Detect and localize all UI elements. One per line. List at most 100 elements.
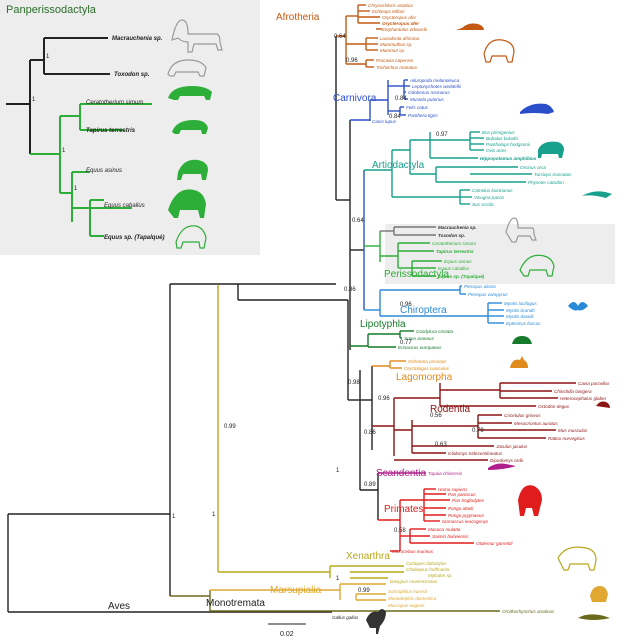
inset-support-value: 1 xyxy=(32,97,36,103)
macrauchenia-main-icon xyxy=(505,217,537,243)
inset-tip-label: Equus caballus xyxy=(104,203,145,209)
tip-label: Tapirus terrestris xyxy=(436,249,474,254)
tip-label: Hippopotamus amphibius xyxy=(480,156,537,161)
tip-label: Echinops telfairi xyxy=(372,9,405,14)
inset-tip-labels: Macrauchenia sp. Toxodon sp. Ceratotherium… xyxy=(32,36,164,241)
tip-label: Pan troglodytes xyxy=(452,498,485,503)
tip-label: Procavia capensis xyxy=(376,58,414,63)
hedgehog-icon xyxy=(512,336,532,344)
tip-label: Macaca mulatta xyxy=(428,527,461,532)
tip-label: Bos primigenius xyxy=(482,130,515,135)
tip-label: Elephantulus edwardii xyxy=(382,27,428,32)
tip-label: Gallus gallus xyxy=(332,615,359,620)
tip-label: Chrysochloris asiatica xyxy=(368,3,413,8)
tip-label: Felis catus xyxy=(406,105,429,110)
inset-tip-label: Equus asinus xyxy=(86,168,122,174)
support-value: 0.99 xyxy=(358,588,370,594)
inset-tip-label: Macrauchenia sp. xyxy=(112,36,163,42)
tip-label: Vicugna pacos xyxy=(474,195,505,200)
tip-label: Saimiri boliviensis xyxy=(432,534,469,539)
tip-label: Myotis lucifugus xyxy=(504,301,537,306)
tip-label: Mammuthus sp. xyxy=(380,42,413,47)
bat-icon xyxy=(568,302,588,311)
clade-label-lipotyphla: Lipotyphla xyxy=(360,319,406,330)
tip-label: Microcebus murinus xyxy=(392,549,434,554)
aardvark-icon xyxy=(456,23,484,30)
clade-label-scandentia: Scandentia xyxy=(376,468,426,479)
horse-icon xyxy=(168,189,206,218)
tip-label: Panthera tigris xyxy=(408,113,438,118)
support-value: 0.89 xyxy=(364,482,376,488)
support-value: 0.86 xyxy=(344,287,356,293)
tip-label: Dipodomys ordii xyxy=(490,458,524,463)
tip-label: Ornithorhynchus anatinus xyxy=(502,609,555,614)
tip-label: Equus sp. (Tapalqué) xyxy=(438,274,485,279)
scale-bar-label: 0.02 xyxy=(280,631,294,638)
dolphin-icon xyxy=(582,191,612,198)
clade-label-rodentia: Rodentia xyxy=(430,404,470,415)
tip-label: Orycteropus afer xyxy=(382,21,419,26)
primate-icon xyxy=(518,485,542,516)
tip-label: Equus asinus xyxy=(444,259,472,264)
support-value: 0.58 xyxy=(394,528,406,534)
support-value: 0.79 xyxy=(472,428,484,434)
inset-branches xyxy=(6,37,152,237)
clade-label-primates: Primates xyxy=(384,504,423,515)
inset-title: Panperissodactyla xyxy=(6,4,96,16)
tip-label: Ictidomys tridecemlineatus xyxy=(448,451,503,456)
tip-label: Tursiops truncatus xyxy=(534,172,572,177)
clade-label-perissodactyla: Perissodactyla xyxy=(384,269,449,280)
tip-label: Cricetulus griseus xyxy=(504,413,541,418)
inset-tip-label: Toxodon sp. xyxy=(114,72,150,78)
tip-label: Pteropus vampyrus xyxy=(468,292,508,297)
tip-label: Myotis davidii xyxy=(506,314,535,319)
sloth-icon xyxy=(557,546,597,571)
bison-icon xyxy=(538,141,564,158)
tip-label: Pongo abelii xyxy=(448,506,474,511)
support-value: 1 xyxy=(336,468,340,474)
chicken-icon xyxy=(366,609,386,634)
tip-label: Mylodon sp. xyxy=(428,573,453,578)
tip-label: Jaculus jaculus xyxy=(495,444,528,449)
toxodon-icon xyxy=(167,59,207,77)
support-value: 0.99 xyxy=(224,424,236,430)
tip-label: Pongo pygmaeus xyxy=(448,513,484,518)
inset-tip-label: Ceratotherium simum xyxy=(86,100,143,106)
tip-label: Monodelphis domestica xyxy=(388,596,437,601)
tip-label: Mustela putorius xyxy=(410,97,444,102)
tip-label: Octodon degus xyxy=(538,404,570,409)
tip-label: Orcinus orca xyxy=(520,165,546,170)
tip-label: Condylura cristata xyxy=(416,329,453,334)
tip-label: Toxodon sp. xyxy=(438,233,465,238)
tip-label: Myotis brandti xyxy=(506,308,536,313)
tip-label: Sarcophilus harrisii xyxy=(388,589,428,594)
tip-label: Chinchilla lanigera xyxy=(554,389,592,394)
tip-label: Macropus eugenii xyxy=(388,603,425,608)
treeshrew-icon xyxy=(488,463,516,470)
panther-icon xyxy=(520,103,554,114)
inset-support-value: 1 xyxy=(62,148,66,154)
tip-label: Orycteropus afer xyxy=(382,15,417,20)
tip-label: Tupaia chinensis xyxy=(428,471,463,476)
tip-label: Cavia porcellus xyxy=(578,381,610,386)
tip-label: Camelus bactrianus xyxy=(472,188,513,193)
mouse-icon xyxy=(596,401,610,408)
inset-support-value: 1 xyxy=(46,54,50,60)
tip-label: Loxodonta africana xyxy=(380,36,420,41)
support-value: 1 xyxy=(336,576,340,582)
perissodactyla-highlight xyxy=(385,224,615,284)
tip-label: Oryctolagus cuniculus xyxy=(404,366,450,371)
tip-label: Choloepus hoffmanni xyxy=(406,567,450,572)
tip-label: Pantholops hodgsonii xyxy=(486,142,531,147)
tip-label: Pteropus alecto xyxy=(464,284,496,289)
clade-label-xenarthra: Xenarthra xyxy=(346,551,390,562)
tip-label: Mesocricetus auratus xyxy=(514,421,558,426)
mammoth-icon xyxy=(483,39,515,63)
tip-label: Ovis aries xyxy=(486,148,507,153)
support-value: 0.96 xyxy=(400,302,412,308)
support-value: 0.98 xyxy=(348,380,360,386)
tip-label: Physeter catodon xyxy=(528,180,564,185)
tip-label: Equus caballus xyxy=(438,266,470,271)
tip-label: Ailuropoda melanoleuca xyxy=(409,78,460,83)
